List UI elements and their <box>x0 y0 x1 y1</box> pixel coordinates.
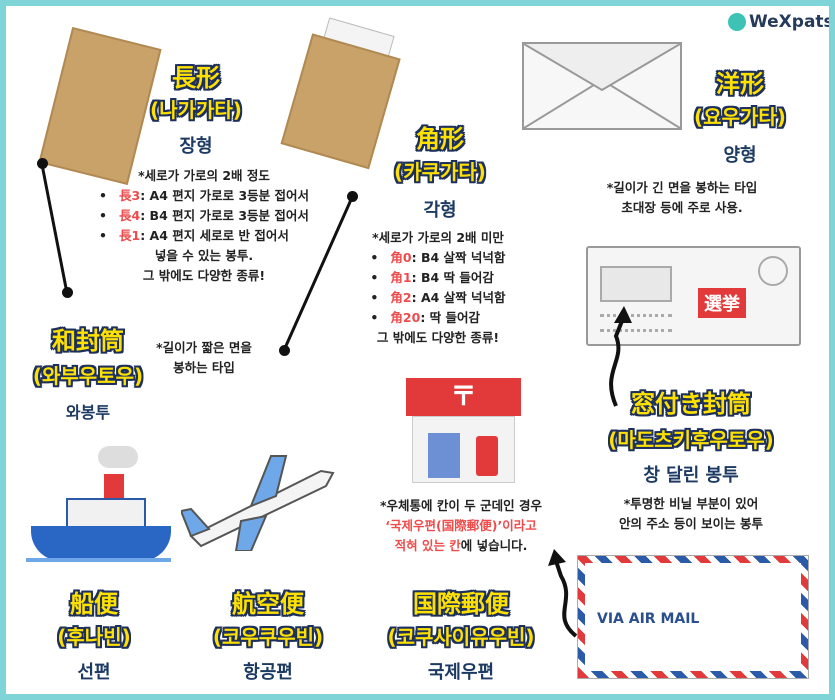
arrow-icon <box>548 549 578 638</box>
list-item: 長3: A4 편지 가로로 3등분 접어서 <box>99 186 309 206</box>
wafuto-note: *길이가 짧은 면을 봉하는 타입 <box>156 338 252 378</box>
size-desc: : A4 살짝 넉넉함 <box>411 290 506 305</box>
list-item: 角20: 딱 들어감 <box>370 308 505 328</box>
note-line: 그 밖에도 다양한 종류! <box>142 268 266 283</box>
post-mark-icon: 〒 <box>406 378 521 416</box>
note-line: 넣을 수 있는 봉투. <box>154 248 254 263</box>
note-line: *길이가 짧은 면을 <box>156 340 252 355</box>
window-note: *투명한 비닐 부분이 있어 안의 주소 등이 보이는 봉투 <box>619 494 763 534</box>
list-item: 長1: A4 편지 세로로 반 접어서 <box>99 226 309 246</box>
note-line: 봉하는 타입 <box>173 360 235 375</box>
wafuto-title: 和封筒 <box>52 327 124 355</box>
airmail-envelope-image: VIA AIR MAIL <box>577 555 809 679</box>
kakugata-envelope-image <box>280 17 404 170</box>
window-reading: (마도츠키후우토우) <box>608 428 774 452</box>
intl-korean: 국제우편 <box>427 662 495 683</box>
kakugata-note: *세로가 가로의 2배 미만 角0: B4 살짝 넉넉함 角1: B4 딱 들어… <box>370 228 505 348</box>
kakugata-reading: (카쿠가타) <box>394 160 486 184</box>
ship-reading: (후나빈) <box>57 625 131 649</box>
yougata-title: 洋形 <box>716 70 764 98</box>
list-item: 角1: B4 딱 들어감 <box>370 268 505 288</box>
wafuto-reading: (와부우토우) <box>32 364 144 388</box>
nagagata-note: *세로가 가로의 2배 정도 長3: A4 편지 가로로 3등분 접어서 長4:… <box>99 166 309 286</box>
nagagata-title: 長形 <box>172 64 220 92</box>
intl-title: 国際郵便 <box>413 590 509 618</box>
ship-korean: 선편 <box>77 662 111 683</box>
nagagata-envelope-image <box>38 26 162 186</box>
size-desc: : A4 편지 세로로 반 접어서 <box>140 228 289 243</box>
size-code: 長1 <box>118 228 141 243</box>
airplane-image <box>181 455 335 551</box>
note-line: ‘국제우편(国際郵便)’이라고 <box>385 518 537 533</box>
window-korean: 창 달린 봉투 <box>643 465 739 486</box>
size-code: 長3 <box>118 188 141 203</box>
note-line: 적혀 있는 칸에 넣습니다. <box>380 536 542 556</box>
note-text: 에 넣습니다. <box>460 538 528 553</box>
wafuto-korean: 와봉투 <box>65 403 111 422</box>
infographic: WeXpats 長形 (나가가타) 장형 *세로가 가로의 2배 정도 長3: … <box>6 6 829 694</box>
yougata-reading: (요우가타) <box>694 105 786 129</box>
air-korean: 항공편 <box>243 662 293 683</box>
note-highlight: 적혀 있는 칸 <box>394 538 461 553</box>
election-stamp: 選挙 <box>698 288 746 318</box>
airmail-label: VIA AIR MAIL <box>597 611 700 627</box>
ship-image <box>26 446 171 571</box>
size-desc: : 딱 들어감 <box>420 310 481 325</box>
intl-reading: (코쿠사이유우빈) <box>387 625 535 649</box>
list-item: 角2: A4 살짝 넉넉함 <box>370 288 505 308</box>
air-reading: (코우쿠우빈) <box>212 625 324 649</box>
size-desc: : B4 딱 들어감 <box>411 270 494 285</box>
connector-dot <box>37 158 48 169</box>
size-desc: : A4 편지 가로로 3등분 접어서 <box>140 188 310 203</box>
size-code: 長4 <box>118 208 141 223</box>
ship-title: 船便 <box>70 590 118 618</box>
size-code: 角2 <box>390 290 412 305</box>
yougata-envelope-image <box>522 42 682 130</box>
kakugata-title: 角形 <box>416 125 464 153</box>
note-line: *세로가 가로의 2배 미만 <box>372 230 504 245</box>
globe-icon <box>728 13 746 31</box>
yougata-korean: 양형 <box>723 145 757 166</box>
window-title: 窓付き封筒 <box>631 390 751 418</box>
note-line: 그 밖에도 다양한 종류! <box>376 330 500 345</box>
note-line: *길이가 긴 면을 봉하는 타입 <box>606 180 758 195</box>
nagagata-korean: 장형 <box>179 136 213 157</box>
post-office-image: 〒 <box>406 378 521 483</box>
nagagata-reading: (나가가타) <box>150 98 242 122</box>
arrow-icon <box>609 306 632 407</box>
connector-dot <box>347 191 358 202</box>
connector-line <box>40 164 69 296</box>
yougata-note: *길이가 긴 면을 봉하는 타입 초대장 등에 주로 사용. <box>607 178 757 218</box>
logo-text: WeXpats <box>749 12 829 32</box>
note-line: 안의 주소 등이 보이는 봉투 <box>619 516 763 531</box>
kakugata-korean: 각형 <box>423 200 457 221</box>
note-line: *우체통에 칸이 두 군데인 경우 <box>380 498 542 513</box>
air-title: 航空便 <box>232 590 304 618</box>
list-item: 角0: B4 살짝 넉넉함 <box>370 248 505 268</box>
list-item: 長4: B4 편지 가로로 3등분 접어서 <box>99 206 309 226</box>
note-line: 초대장 등에 주로 사용. <box>621 200 743 215</box>
logo: WeXpats <box>728 12 829 32</box>
postbox-note: *우체통에 칸이 두 군데인 경우 ‘국제우편(国際郵便)’이라고 적혀 있는 … <box>380 496 542 556</box>
window-envelope-image: 選挙 <box>586 246 801 346</box>
size-desc: : B4 편지 가로로 3등분 접어서 <box>140 208 309 223</box>
size-code: 角20 <box>390 310 421 325</box>
size-code: 角0 <box>390 250 412 265</box>
size-code: 角1 <box>390 270 412 285</box>
size-desc: : B4 살짝 넉넉함 <box>411 250 506 265</box>
note-line: *세로가 가로의 2배 정도 <box>138 168 270 183</box>
note-line: *투명한 비닐 부분이 있어 <box>623 496 759 511</box>
connector-dot <box>279 345 290 356</box>
connector-dot <box>62 287 73 298</box>
